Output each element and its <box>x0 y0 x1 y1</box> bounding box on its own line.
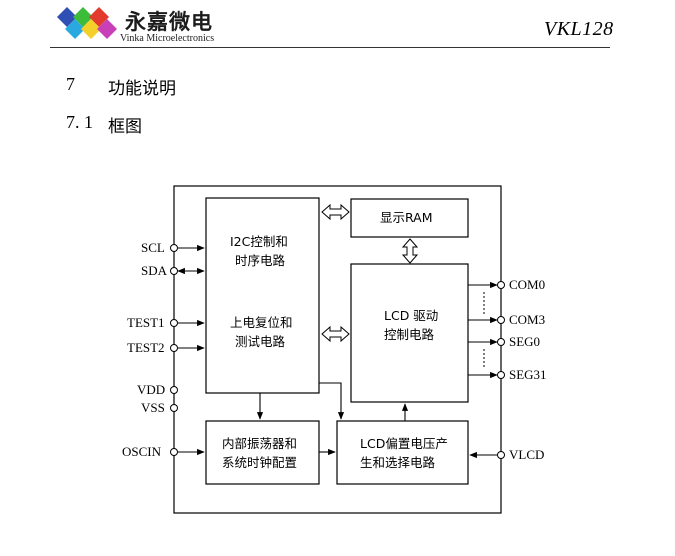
bias-block-label-2: 生和选择电路 <box>360 455 436 470</box>
display-ram-block <box>350 198 469 238</box>
pin-sda-terminal <box>170 267 178 275</box>
pin-seg0-label: SEG0 <box>509 334 540 349</box>
pin-oscin-label: OSCIN <box>122 444 162 459</box>
pin-vdd-terminal <box>170 386 178 394</box>
pin-vss-terminal <box>170 404 178 412</box>
logo-english-name: Vinka Microelectronics <box>120 33 215 44</box>
bias-block-label-1: LCD偏置电压产 <box>360 436 448 451</box>
pin-vlcd-label: VLCD <box>509 447 544 462</box>
lcd-bias-block <box>336 420 469 485</box>
oscillator-block <box>205 420 320 485</box>
pin-vdd-label: VDD <box>137 382 165 397</box>
lcd-driver-block <box>350 263 469 403</box>
pin-com0-label: COM0 <box>509 277 545 292</box>
reset-block-label-1: 上电复位和 <box>230 315 293 330</box>
osc-block-label-2: 系统时钟配置 <box>222 455 297 470</box>
i2c-lcd-double-arrow <box>321 325 350 343</box>
lcd-block-label-1: LCD 驱动 <box>384 308 438 323</box>
pin-vlcd-terminal <box>497 451 505 459</box>
pin-test2-label: TEST2 <box>127 340 165 355</box>
document-id: VKL128 <box>544 18 614 40</box>
i2c-ram-double-arrow <box>321 203 350 221</box>
pin-seg0-terminal <box>497 338 505 346</box>
pin-com0-terminal <box>497 281 505 289</box>
pin-test1-label: TEST1 <box>127 315 165 330</box>
pin-oscin-terminal <box>170 448 178 456</box>
osc-block-label-1: 内部振荡器和 <box>222 436 297 451</box>
vinka-logo <box>56 4 196 46</box>
pin-seg31-terminal <box>497 371 505 379</box>
pin-sda-label: SDA <box>141 263 168 278</box>
section-title: 功能说明 <box>108 79 176 99</box>
pin-scl-terminal <box>170 244 178 252</box>
vinka-logo-diamonds <box>57 7 117 39</box>
reset-block-label-2: 测试电路 <box>235 334 286 349</box>
ram-lcd-double-arrow <box>401 238 419 264</box>
subsection-title: 框图 <box>108 117 142 137</box>
pin-test2-terminal <box>170 344 178 352</box>
pin-com3-terminal <box>497 316 505 324</box>
pin-com3-label: COM3 <box>509 312 545 327</box>
pin-vss-label: VSS <box>141 400 165 415</box>
i2c-block-label-1: I2C控制和 <box>230 234 288 249</box>
pin-scl-label: SCL <box>141 240 165 255</box>
logo-chinese-name: 永嘉微电 <box>125 10 213 34</box>
i2c-to-bias-arrow <box>319 382 345 420</box>
ram-block-label: 显示RAM <box>380 210 433 225</box>
lcd-block-label-2: 控制电路 <box>384 327 435 342</box>
subsection-number: 7. 1 <box>66 112 93 132</box>
i2c-block-label-2: 时序电路 <box>235 253 286 268</box>
pin-test1-terminal <box>170 319 178 327</box>
header-rule <box>50 47 610 48</box>
section-number: 7 <box>66 74 75 94</box>
i2c-reset-block <box>205 197 320 394</box>
pin-seg31-label: SEG31 <box>509 367 547 382</box>
